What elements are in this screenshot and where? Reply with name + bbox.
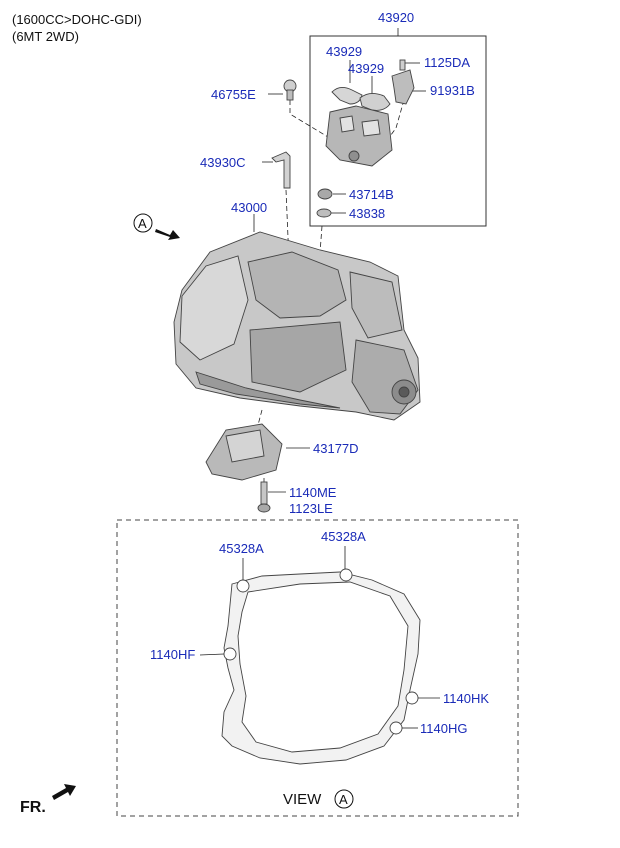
view-a-marker: A bbox=[133, 213, 180, 240]
front-arrow-icon bbox=[52, 784, 76, 800]
housing-face-icon bbox=[221, 571, 421, 765]
shift-bracket-icon bbox=[325, 105, 393, 167]
callout-45328a-b[interactable]: 45328A bbox=[321, 529, 366, 544]
clip-1125da-icon bbox=[399, 59, 406, 71]
bracket-91931b-icon bbox=[391, 69, 415, 105]
view-caption-letter: A bbox=[339, 792, 348, 807]
callout-43920[interactable]: 43920 bbox=[378, 10, 414, 25]
callout-1125da[interactable]: 1125DA bbox=[424, 55, 470, 70]
view-a-detail-box bbox=[116, 519, 519, 817]
callout-43929-b[interactable]: 43929 bbox=[348, 61, 384, 76]
callout-1140hg[interactable]: 1140HG bbox=[420, 721, 467, 736]
callout-43177d[interactable]: 43177D bbox=[313, 441, 359, 456]
callout-43930c[interactable]: 43930C bbox=[200, 155, 246, 170]
bolt-1140hk-icon bbox=[405, 691, 419, 705]
callout-43714b[interactable]: 43714B bbox=[349, 187, 394, 202]
callout-43929-a[interactable]: 43929 bbox=[326, 44, 362, 59]
front-direction-indicator: FR. bbox=[20, 784, 76, 816]
bolt-46755e-icon bbox=[283, 79, 297, 101]
dowel-45328a-b-icon bbox=[339, 568, 353, 582]
view-a-letter: A bbox=[138, 216, 147, 231]
bolt-1140me-icon bbox=[257, 481, 286, 513]
mount-43177d-icon bbox=[205, 423, 310, 481]
transmission-43000-icon bbox=[173, 214, 421, 421]
callout-1140me[interactable]: 1140ME bbox=[289, 485, 337, 500]
bolt-1140hg-icon bbox=[389, 721, 403, 735]
bushing-43714b-icon bbox=[317, 188, 333, 200]
view-a-caption: VIEW A bbox=[283, 789, 354, 809]
pin-43930c-icon bbox=[271, 151, 291, 189]
callout-91931b[interactable]: 91931B bbox=[430, 83, 475, 98]
front-label: FR. bbox=[20, 799, 46, 816]
dowel-45328a-a-icon bbox=[236, 579, 250, 593]
callout-45328a-a[interactable]: 45328A bbox=[219, 541, 264, 556]
washer-43929-a-icon bbox=[331, 87, 363, 105]
callout-1140hf[interactable]: 1140HF bbox=[150, 647, 195, 662]
pin-43838-icon bbox=[316, 208, 332, 218]
callout-46755e[interactable]: 46755E bbox=[211, 87, 256, 102]
callout-1123le[interactable]: 1123LE bbox=[289, 501, 333, 516]
engine-spec-text: (1600CC>DOHC-GDI) bbox=[12, 12, 142, 27]
callout-1140hk[interactable]: 1140HK bbox=[443, 691, 489, 706]
bolt-1140hf-icon bbox=[223, 647, 237, 661]
view-caption-text: VIEW bbox=[283, 791, 322, 808]
callout-43000[interactable]: 43000 bbox=[231, 200, 267, 215]
callout-43838[interactable]: 43838 bbox=[349, 206, 385, 221]
transmission-spec-text: (6MT 2WD) bbox=[12, 29, 79, 44]
